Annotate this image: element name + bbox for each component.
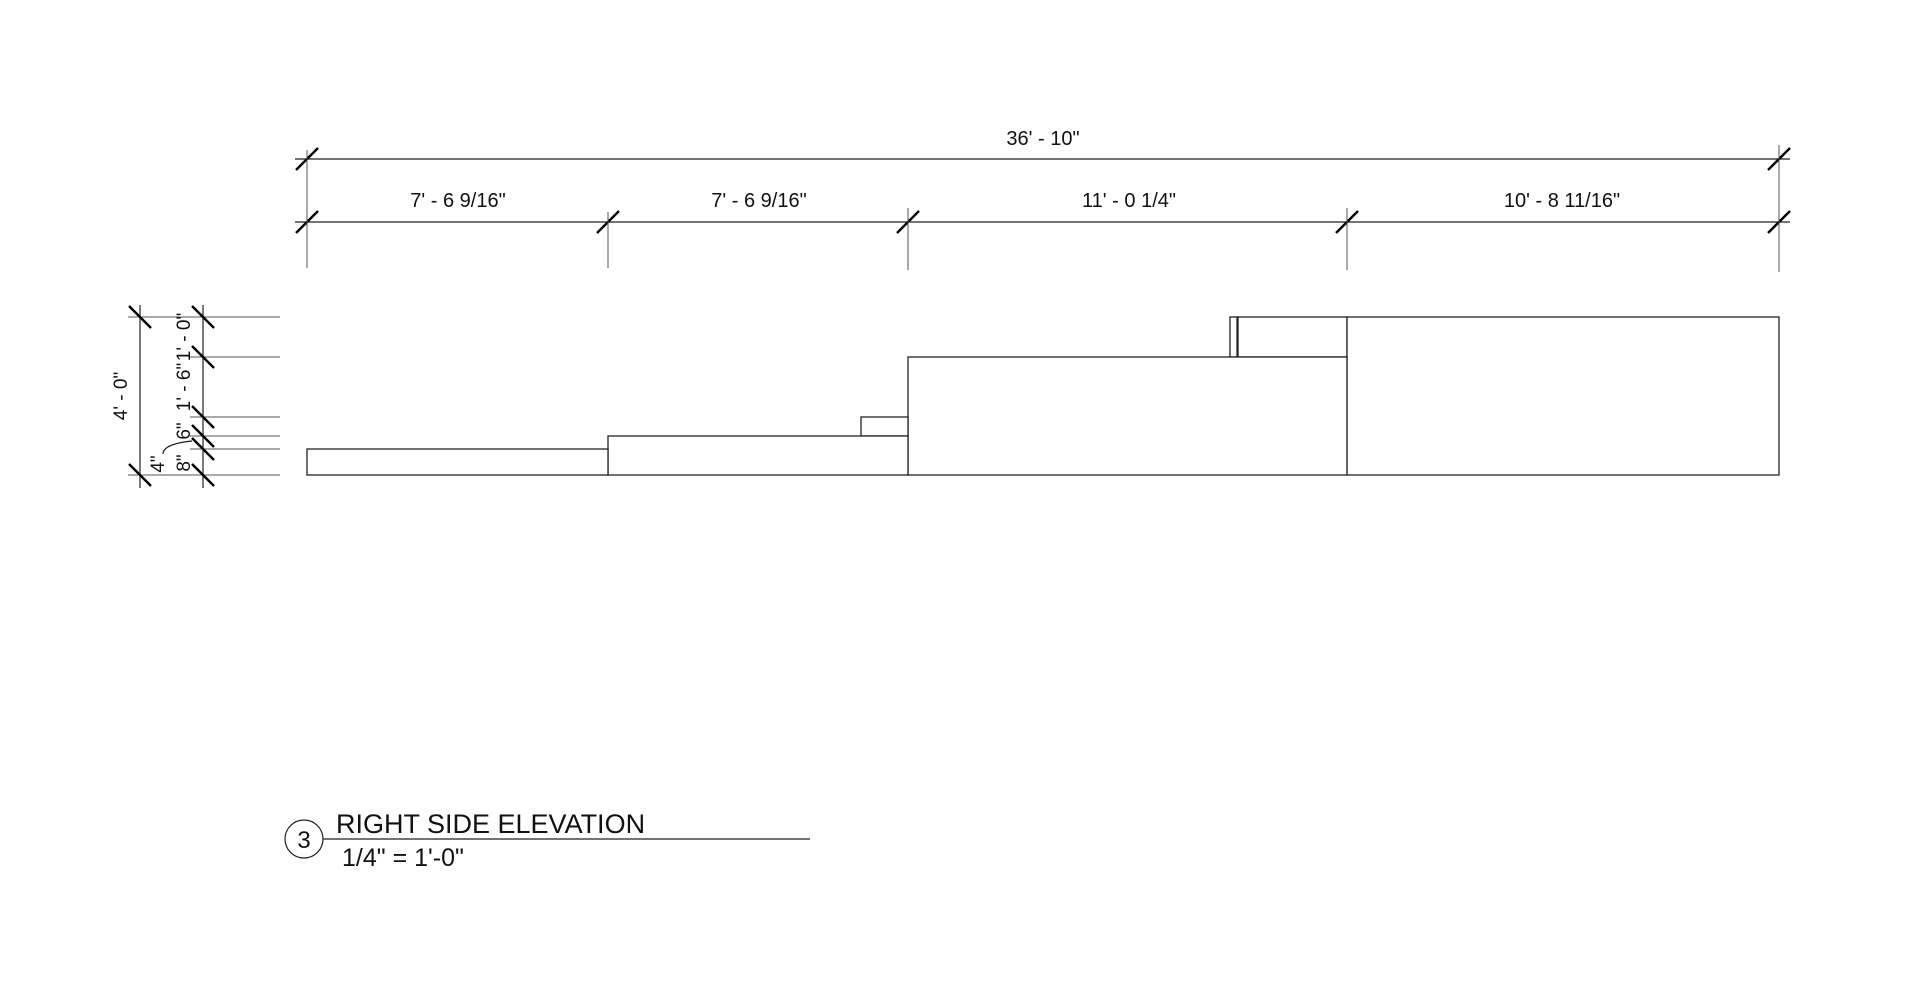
- tall-mass: [1346, 316, 1780, 476]
- segment-label-2: 7' - 6 9/16": [711, 190, 806, 212]
- segment-label-3: 11' - 0 1/4": [1082, 190, 1176, 212]
- small-step: [860, 416, 909, 437]
- low-mass: [607, 435, 909, 476]
- height-label-8in: 8": [174, 454, 195, 471]
- height-label-1ft6: 1' - 6": [174, 363, 195, 411]
- view-number: 3: [297, 827, 310, 854]
- height-dimension-string: 1' - 0" 1' - 6" 6" 8" 4": [148, 305, 215, 488]
- view-title-block: 3 RIGHT SIDE ELEVATION 1/4" = 1'-0": [284, 809, 810, 872]
- view-title: RIGHT SIDE ELEVATION: [336, 809, 645, 839]
- elevation-outline: [306, 316, 1780, 476]
- overall-width-label: 36' - 10": [1006, 128, 1079, 150]
- segment-label-4: 10' - 8 11/16": [1504, 190, 1620, 212]
- segment-dimension-string: 7' - 6 9/16" 7' - 6 9/16" 11' - 0 1/4" 1…: [295, 190, 1791, 234]
- overall-height-label: 4' - 0": [111, 372, 132, 420]
- height-label-6in: 6": [174, 422, 195, 439]
- height-label-4in: 4": [148, 455, 169, 472]
- overall-height-dimension: 4' - 0": [111, 305, 152, 488]
- overall-width-dimension: 36' - 10": [295, 128, 1791, 171]
- middle-mass: [907, 356, 1348, 476]
- segment-label-1: 7' - 6 9/16": [410, 190, 505, 212]
- vertical-extension-lines: [306, 145, 1780, 272]
- lowest-mass: [306, 448, 609, 476]
- view-scale: 1/4" = 1'-0": [342, 844, 464, 872]
- leader-4in: [162, 440, 193, 455]
- height-label-1ft: 1' - 0": [174, 313, 195, 361]
- upper-step: [1237, 316, 1348, 358]
